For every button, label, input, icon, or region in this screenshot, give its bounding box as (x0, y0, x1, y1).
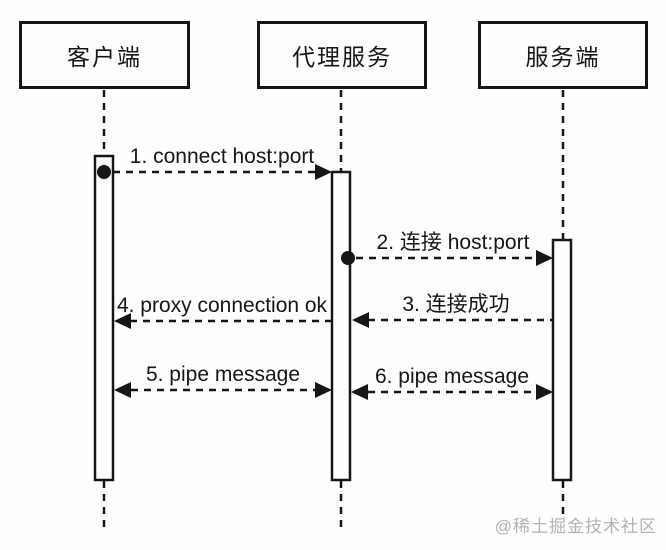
message-arrow-6 (351, 384, 553, 400)
activation-bar-client (93, 154, 115, 482)
arrowhead-left-6 (351, 384, 368, 400)
message-label-4: 4. proxy connection ok (116, 294, 328, 317)
arrowhead-left-3 (352, 312, 369, 328)
arrowhead-right-5 (315, 382, 332, 398)
activation-bar-server (551, 238, 573, 482)
message-arrow-1 (97, 164, 332, 180)
arrowhead-left-4 (114, 313, 131, 329)
arrowhead-right-1 (315, 164, 332, 180)
participant-label-server: 服务端 (525, 44, 601, 70)
message-label-5: 5. pipe message (145, 363, 301, 386)
activation-bar-proxy (330, 170, 352, 482)
message-arrow-4 (114, 313, 331, 329)
watermark-text: @稀土掘金技术社区 (494, 517, 657, 536)
message-arrow-5 (114, 382, 332, 398)
participant-box-proxy: 代理服务 (257, 21, 427, 89)
message-arrow-3 (352, 312, 553, 328)
participant-box-client: 客户端 (19, 21, 190, 89)
participant-label-client: 客户端 (67, 44, 142, 70)
participant-box-server: 服务端 (478, 21, 648, 89)
message-arrow-2 (341, 250, 553, 266)
message-label-3: 3. 连接成功 (402, 293, 510, 316)
origin-dot-2 (341, 251, 355, 265)
message-label-6: 6. pipe message (374, 365, 530, 388)
message-label-1: 1. connect host:port (129, 145, 315, 168)
participant-label-proxy: 代理服务 (292, 44, 392, 70)
arrowhead-right-6 (536, 384, 553, 400)
arrowhead-right-2 (536, 250, 553, 266)
message-label-2: 2. 连接 host:port (376, 231, 530, 254)
origin-dot-1 (97, 165, 111, 179)
arrowhead-left-5 (114, 382, 131, 398)
